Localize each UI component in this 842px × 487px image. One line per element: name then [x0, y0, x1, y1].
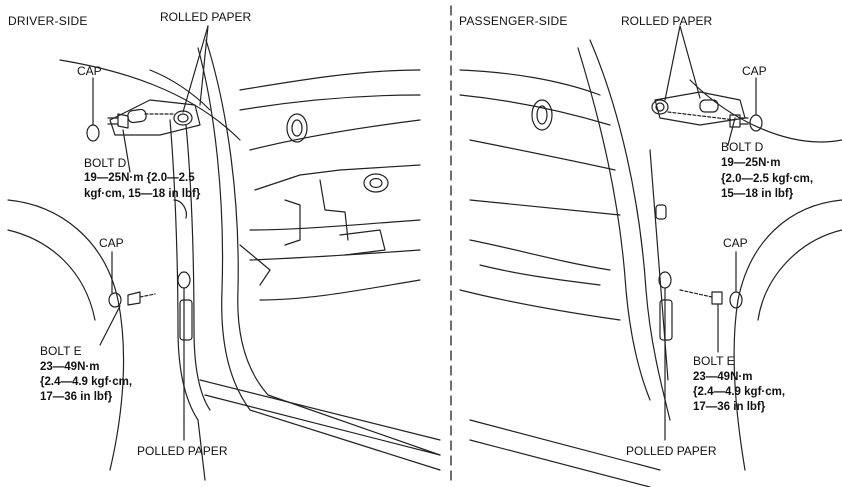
passenger-bolt-e-spec-line3: 17—36 in lbf}: [693, 401, 766, 413]
passenger-bolt-e-spec-line2: {2.4—4.9 kgf·cm,: [693, 386, 786, 398]
passenger-cap-mid-label: CAP: [723, 236, 748, 250]
passenger-side-header: PASSENGER-SIDE: [459, 14, 568, 28]
passenger-polled-paper-label: POLLED PAPER: [626, 444, 717, 458]
passenger-bolt-e-label: BOLT E: [693, 354, 735, 368]
driver-rolled-paper-top-label: ROLLED PAPER: [160, 10, 252, 24]
passenger-side-illustration: [459, 25, 842, 487]
passenger-bolt-d-label: BOLT D: [721, 140, 764, 154]
driver-bolt-e-spec-line3: 17—36 in lbf}: [40, 391, 113, 403]
driver-polled-paper-label: POLLED PAPER: [137, 444, 228, 458]
driver-cap-top-label: CAP: [77, 64, 102, 78]
driver-side-header: DRIVER-SIDE: [8, 14, 88, 28]
passenger-cap-top-label: CAP: [742, 64, 767, 78]
driver-bolt-d-spec-line1: 19—25N·m {2.0—2.5: [84, 172, 195, 184]
driver-side-illustration: [7, 25, 441, 481]
driver-bolt-e-label: BOLT E: [40, 344, 82, 358]
passenger-bolt-d-spec-line2: {2.0—2.5 kgf·cm,: [721, 173, 814, 185]
driver-bolt-d-label: BOLT D: [84, 156, 127, 170]
driver-bolt-e-spec-line2: {2.4—4.9 kgf·cm,: [40, 376, 133, 388]
passenger-bolt-d-spec-line3: 15—18 in lbf}: [721, 188, 794, 200]
passenger-bolt-e-spec-line1: 23—49N·m: [693, 371, 753, 383]
passenger-rolled-paper-top-label: ROLLED PAPER: [621, 14, 713, 28]
driver-bolt-d-spec-line2: kgf·cm, 15—18 in lbf}: [84, 188, 201, 200]
passenger-bolt-d-spec-line1: 19—25N·m: [721, 157, 781, 169]
driver-bolt-e-spec-line1: 23—49N·m: [40, 361, 100, 373]
driver-cap-mid-label: CAP: [99, 236, 124, 250]
